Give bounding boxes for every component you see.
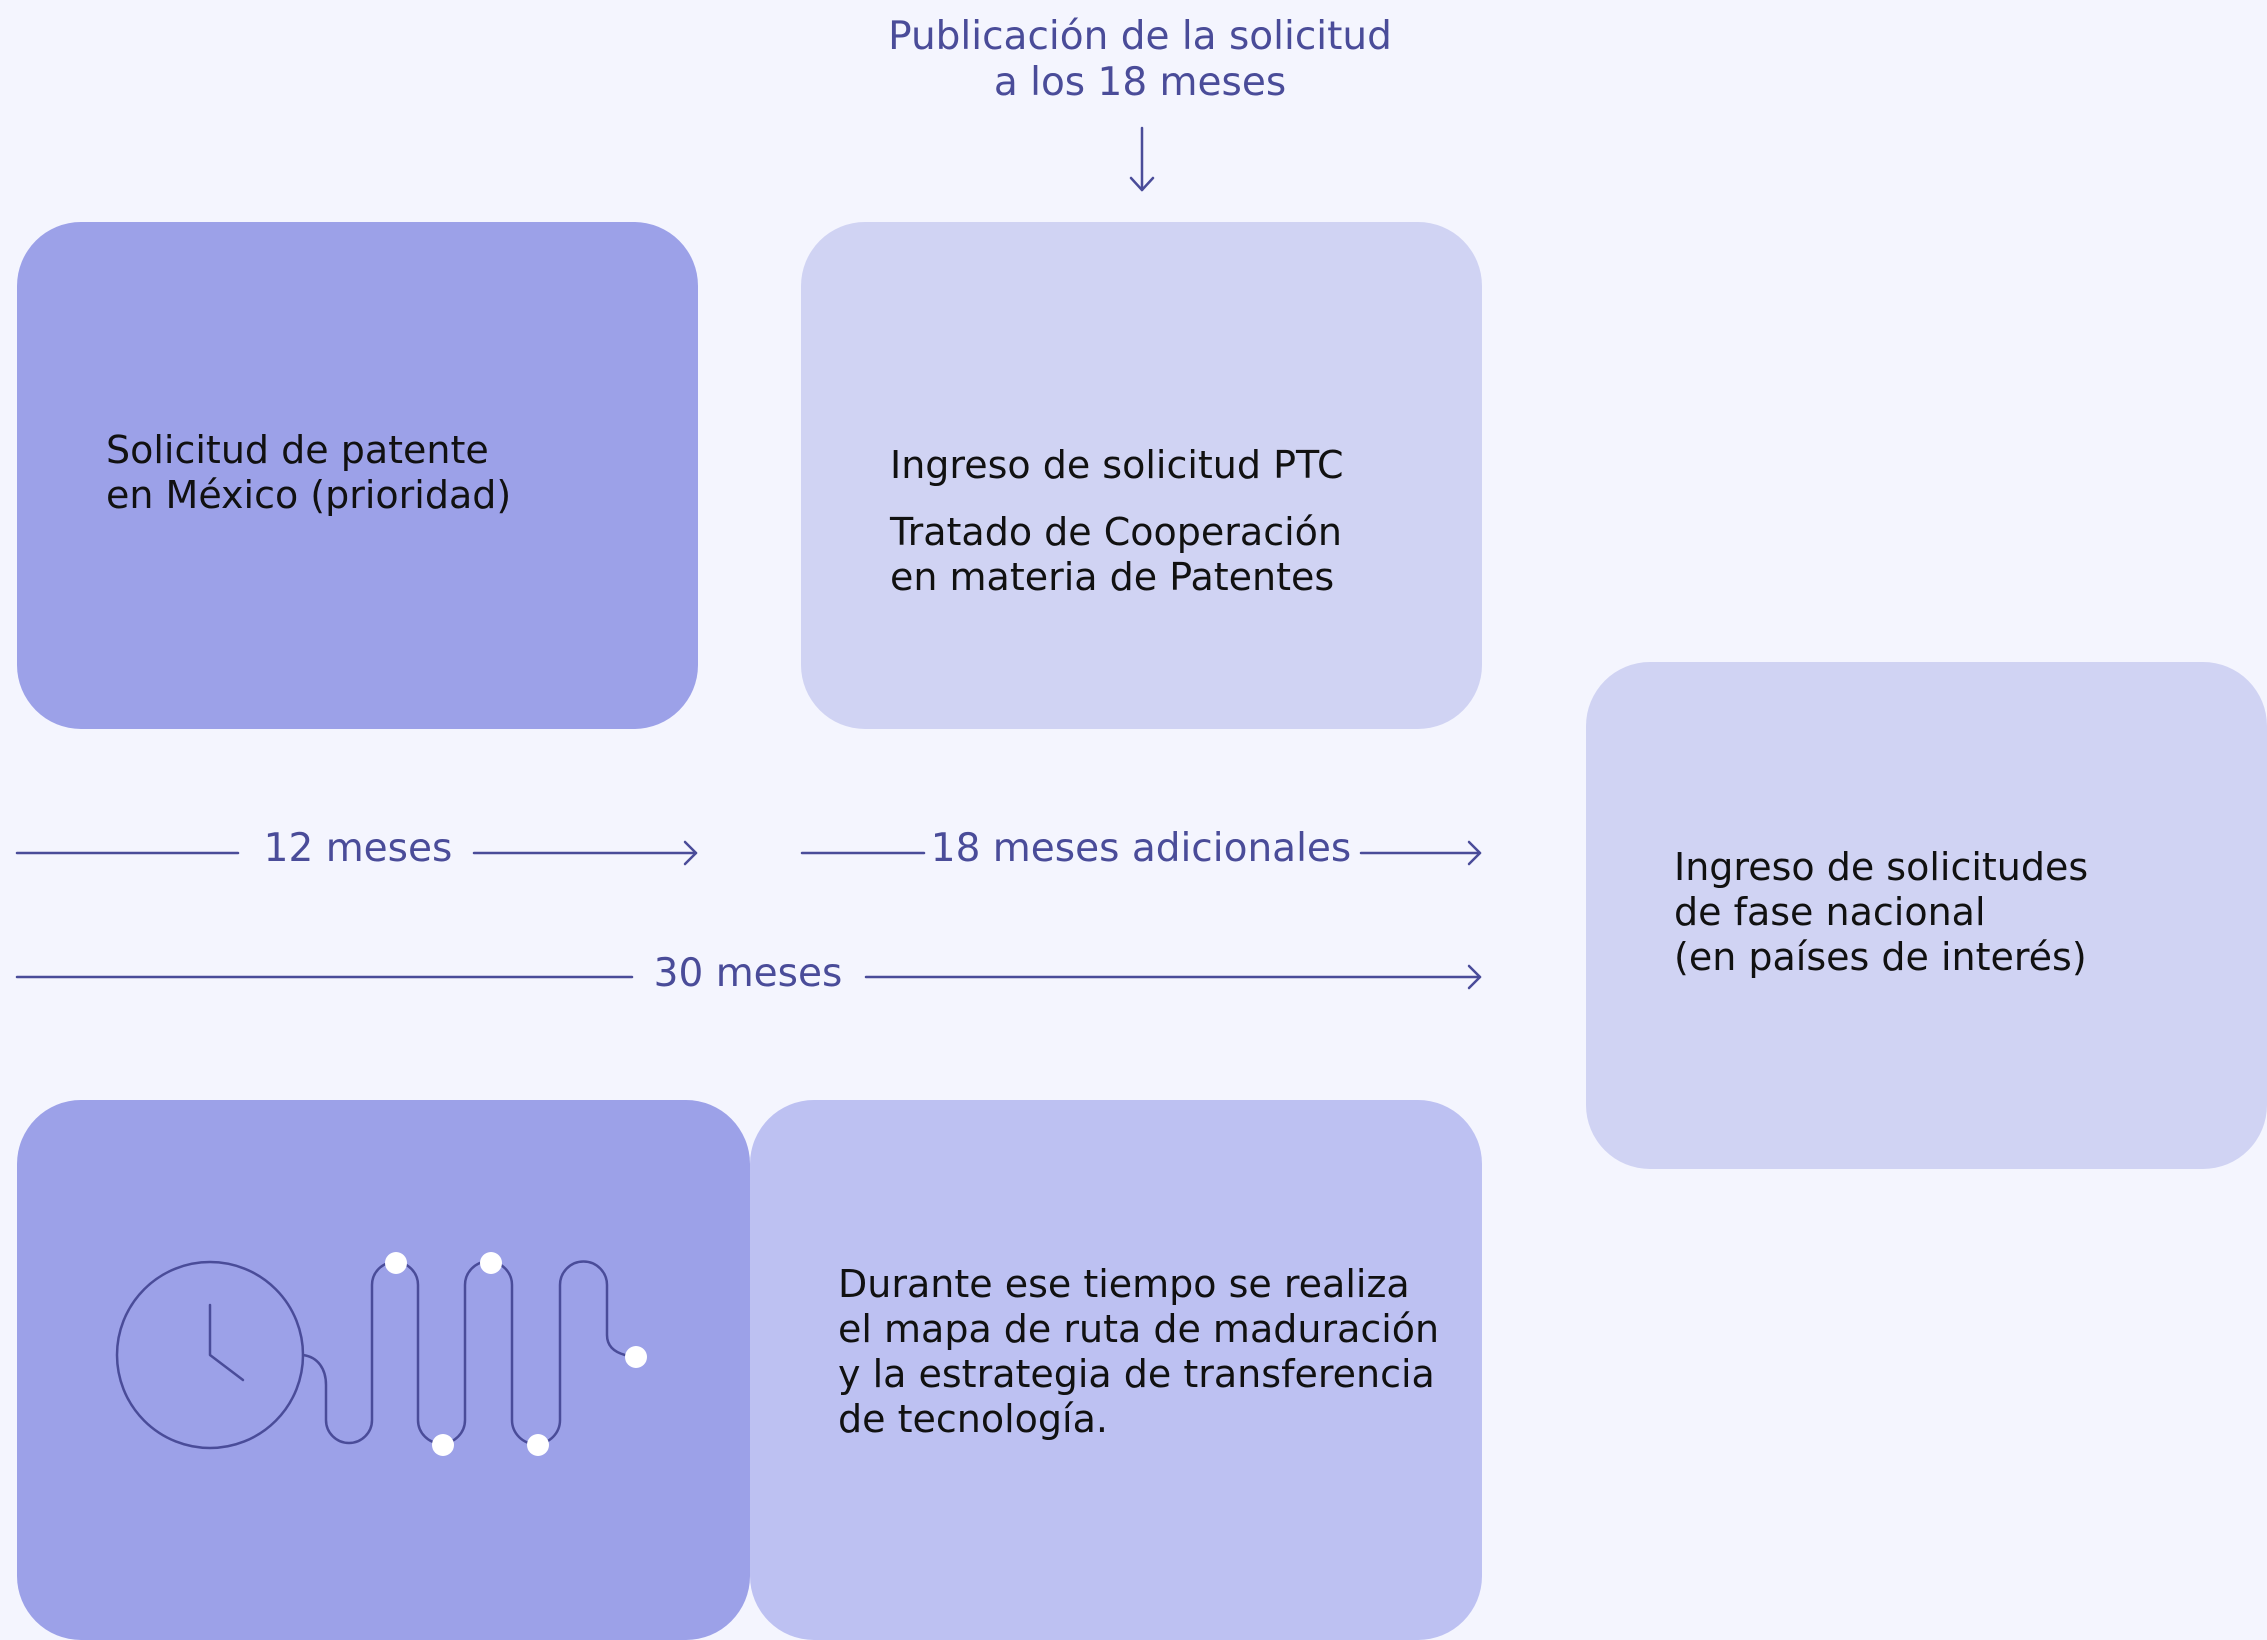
- mexico-application-card: Solicitud de patente en México (priorida…: [17, 222, 698, 729]
- milestone-dot: [527, 1434, 549, 1456]
- milestone-dot: [625, 1346, 647, 1368]
- national-phase-card: Ingreso de solicitudes de fase nacional …: [1586, 662, 2267, 1169]
- duration-12-months-label: 12 meses: [263, 826, 453, 871]
- milestone-dot: [432, 1434, 454, 1456]
- pct-subtitle: Tratado de Cooperación en materia de Pat…: [890, 510, 1342, 599]
- milestone-dot: [385, 1252, 407, 1274]
- duration-30-months-label: 30 meses: [653, 951, 843, 996]
- pct-application-card: Ingreso de solicitud PTC Tratado de Coop…: [801, 222, 1482, 729]
- winding-path-icon: [301, 1260, 638, 1446]
- publication-down-arrow: [1129, 126, 1155, 192]
- duration-30-months-line: [15, 964, 1482, 990]
- duration-12-months-line: [15, 840, 698, 866]
- duration-18-months-line: [800, 840, 1482, 866]
- national-phase-text: Ingreso de solicitudes de fase nacional …: [1674, 845, 2089, 979]
- maturation-text: Durante ese tiempo se realiza el mapa de…: [838, 1262, 1440, 1441]
- illustration-card: [17, 1100, 750, 1640]
- pct-title: Ingreso de solicitud PTC: [890, 443, 1344, 487]
- maturation-card: Durante ese tiempo se realiza el mapa de…: [750, 1100, 1482, 1640]
- timeline-overlay: [15, 126, 1482, 1456]
- milestone-dots: [385, 1252, 647, 1456]
- duration-18-months-label: 18 meses adicionales: [930, 826, 1352, 871]
- clock-icon: [115, 1260, 305, 1450]
- mexico-application-text: Solicitud de patente en México (priorida…: [106, 428, 512, 517]
- publication-note: Publicación de la solicitud a los 18 mes…: [888, 14, 1392, 105]
- milestone-dot: [480, 1252, 502, 1274]
- pct-text-block: Ingreso de solicitud PTC Tratado de Coop…: [890, 398, 1344, 645]
